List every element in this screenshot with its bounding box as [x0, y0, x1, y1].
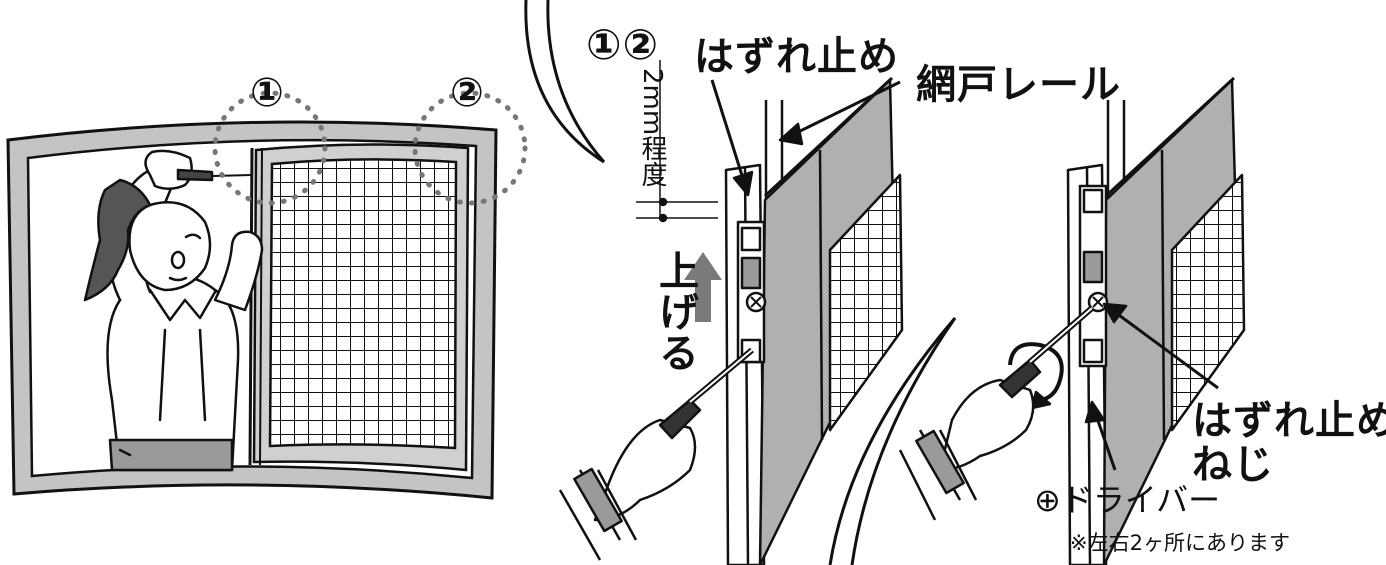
stopper-screw-label-line2: ねじ [1192, 442, 1274, 488]
stopper-label: はずれ止め [694, 34, 899, 80]
callout-circle-1 [212, 90, 328, 206]
driver-label: ⊕ドライバー [1034, 481, 1221, 519]
screen-rail-label: 網戸レール [916, 62, 1121, 108]
stopper-screw-label-line1: はずれ止め [1192, 398, 1386, 444]
window-scene [6, 90, 528, 500]
location-note: ※左右2ヶ所にあります [1070, 531, 1290, 555]
callout-number-2: ② [450, 70, 485, 116]
detail-before [558, 60, 904, 565]
callout-number-1: ① [250, 70, 285, 116]
detail-after [898, 76, 1246, 565]
lift-label: 上げる [652, 250, 698, 373]
callout-circle-2 [412, 90, 528, 206]
gap-dimension-label: 2mm程度 [637, 68, 667, 188]
stopper-numbers-label: ①② [586, 20, 660, 69]
person-illustration [83, 149, 264, 472]
